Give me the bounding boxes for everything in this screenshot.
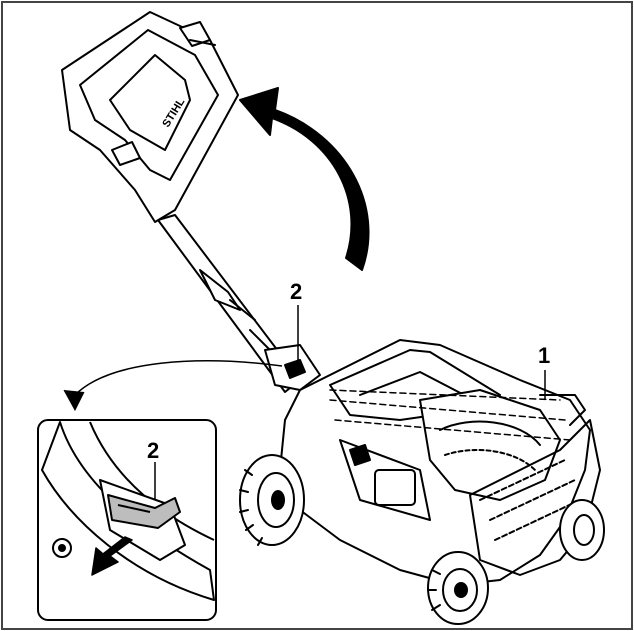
curved-arrow-up-left-icon (239, 87, 370, 271)
arrow-down-left-icon (91, 536, 133, 576)
mower-illustration (239, 339, 605, 625)
callout-label-2-inset: 2 (147, 438, 159, 463)
front-wheel (427, 551, 489, 625)
callout-label-2-main: 2 (290, 279, 302, 304)
far-front-wheel (559, 499, 605, 561)
callout-label-1: 1 (538, 343, 550, 368)
mower-handle: STIHL (61, 11, 321, 393)
curved-pointer-arrow-icon (74, 360, 283, 396)
inset-detail: 2 (37, 419, 217, 621)
rear-wheel (239, 454, 305, 546)
